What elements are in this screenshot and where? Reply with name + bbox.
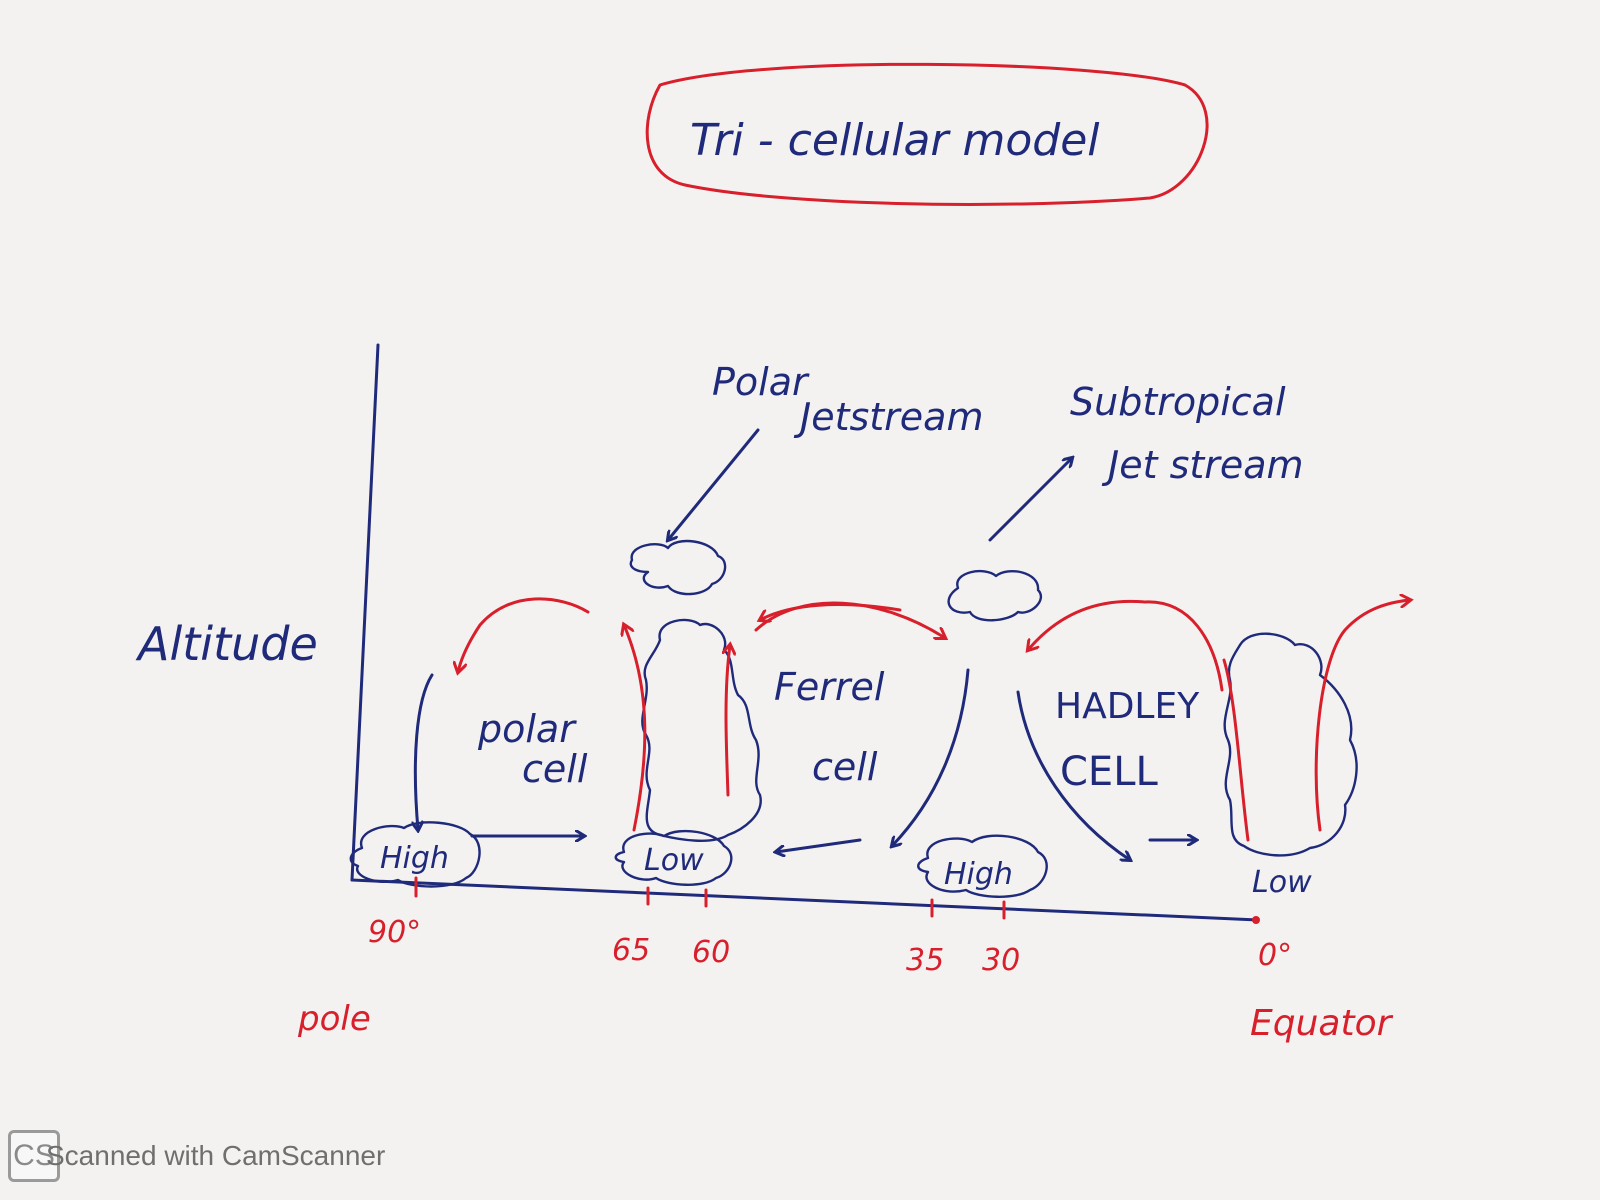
polar-jetstream-label-line2: Jetstream bbox=[793, 395, 984, 439]
latitude-label-65: 65 bbox=[612, 933, 650, 968]
high-30-ground-cloud bbox=[917, 834, 1048, 898]
ferrel-cell-label-line1: Ferrel bbox=[774, 665, 885, 709]
title-text: Tri - cellular model bbox=[690, 115, 1100, 166]
camscanner-logo: CS bbox=[8, 1130, 60, 1182]
title-oval bbox=[645, 62, 1209, 206]
jetstream-labels: Polar Jetstream Subtropical Jet stream bbox=[668, 360, 1304, 540]
ferrel-cell-top-arrow-back bbox=[760, 603, 902, 620]
hadley-cell-top-arrow bbox=[1028, 599, 1147, 650]
x-axis bbox=[350, 878, 1260, 922]
latitude-ticks bbox=[414, 876, 1260, 924]
low-65-ground-cloud bbox=[614, 829, 733, 886]
camscanner-watermark: CS Scanned with CamScanner bbox=[8, 1128, 385, 1184]
cell-labels: polar cell Ferrel cell HADLEY CELL bbox=[477, 665, 1200, 795]
latitude-labels: 90° 65 60 35 30 0° bbox=[368, 915, 1292, 978]
latitude-label-0: 0° bbox=[1258, 938, 1292, 973]
high-pole-label: High bbox=[380, 841, 449, 876]
low-65-rise-left bbox=[624, 625, 647, 832]
polar-cell-top-arrow bbox=[458, 597, 590, 672]
subtropical-jetstream-label-line2: Jet stream bbox=[1101, 443, 1304, 487]
rising-air-arrows bbox=[624, 625, 1250, 842]
latitude-label-60: 60 bbox=[692, 935, 730, 970]
low-60-rise-right bbox=[726, 645, 730, 797]
high-30-label: High bbox=[944, 857, 1013, 892]
low-equator-label: Low bbox=[1252, 865, 1312, 900]
equator-outflow-arrow bbox=[1314, 600, 1410, 832]
y-axis bbox=[350, 343, 380, 882]
end-labels: pole Equator bbox=[297, 999, 1394, 1044]
hadley-cell-label-line1: HADLEY bbox=[1055, 686, 1200, 727]
hadley-cell-label-line2: CELL bbox=[1060, 749, 1158, 795]
latitude-label-30: 30 bbox=[982, 943, 1020, 978]
ferrel-descent-arrow bbox=[892, 668, 970, 846]
equator-label: Equator bbox=[1250, 1003, 1394, 1044]
latitude-label-35: 35 bbox=[906, 943, 944, 978]
lower-circulation-arrows bbox=[415, 668, 1196, 860]
low-equator-rising-column bbox=[1223, 632, 1358, 857]
polar-descent-arrow bbox=[415, 673, 434, 830]
low-65-rising-column bbox=[641, 618, 762, 842]
camscanner-text: Scanned with CamScanner bbox=[46, 1140, 386, 1171]
hadley-rising-arc bbox=[1143, 600, 1224, 692]
subtropical-jetstream-label-line1: Subtropical bbox=[1070, 380, 1286, 424]
polar-jetstream-label-line1: Polar bbox=[712, 360, 810, 404]
axes: Altitude bbox=[135, 343, 1260, 922]
latitude-label-90: 90° bbox=[368, 915, 421, 950]
equator-rise-left bbox=[1222, 658, 1250, 842]
polar-jetstream-pointer bbox=[668, 428, 760, 540]
polar-cell-label-line1: polar bbox=[477, 707, 577, 751]
high-pole-cloud bbox=[349, 821, 481, 888]
tick-0 bbox=[1252, 916, 1260, 924]
y-axis-label: Altitude bbox=[135, 617, 318, 671]
pressure-labels: High Low High Low bbox=[380, 841, 1312, 900]
ferrel-cell-label-line2: cell bbox=[812, 745, 878, 789]
upper-circulation-arrows bbox=[458, 597, 1410, 832]
ferrel-surface-poleward bbox=[776, 838, 862, 852]
polar-jetstream-cloud bbox=[629, 539, 727, 596]
hadley-descent-arrow bbox=[1016, 690, 1130, 860]
title-group: Tri - cellular model bbox=[645, 62, 1209, 206]
pole-label: pole bbox=[297, 999, 371, 1039]
low-65-label: Low bbox=[644, 843, 704, 878]
subtropical-jetstream-pointer bbox=[988, 458, 1072, 542]
polar-cell-label-line2: cell bbox=[522, 747, 588, 791]
subtropical-jetstream-cloud bbox=[947, 569, 1042, 622]
ferrel-cell-top-arrow bbox=[754, 601, 945, 638]
